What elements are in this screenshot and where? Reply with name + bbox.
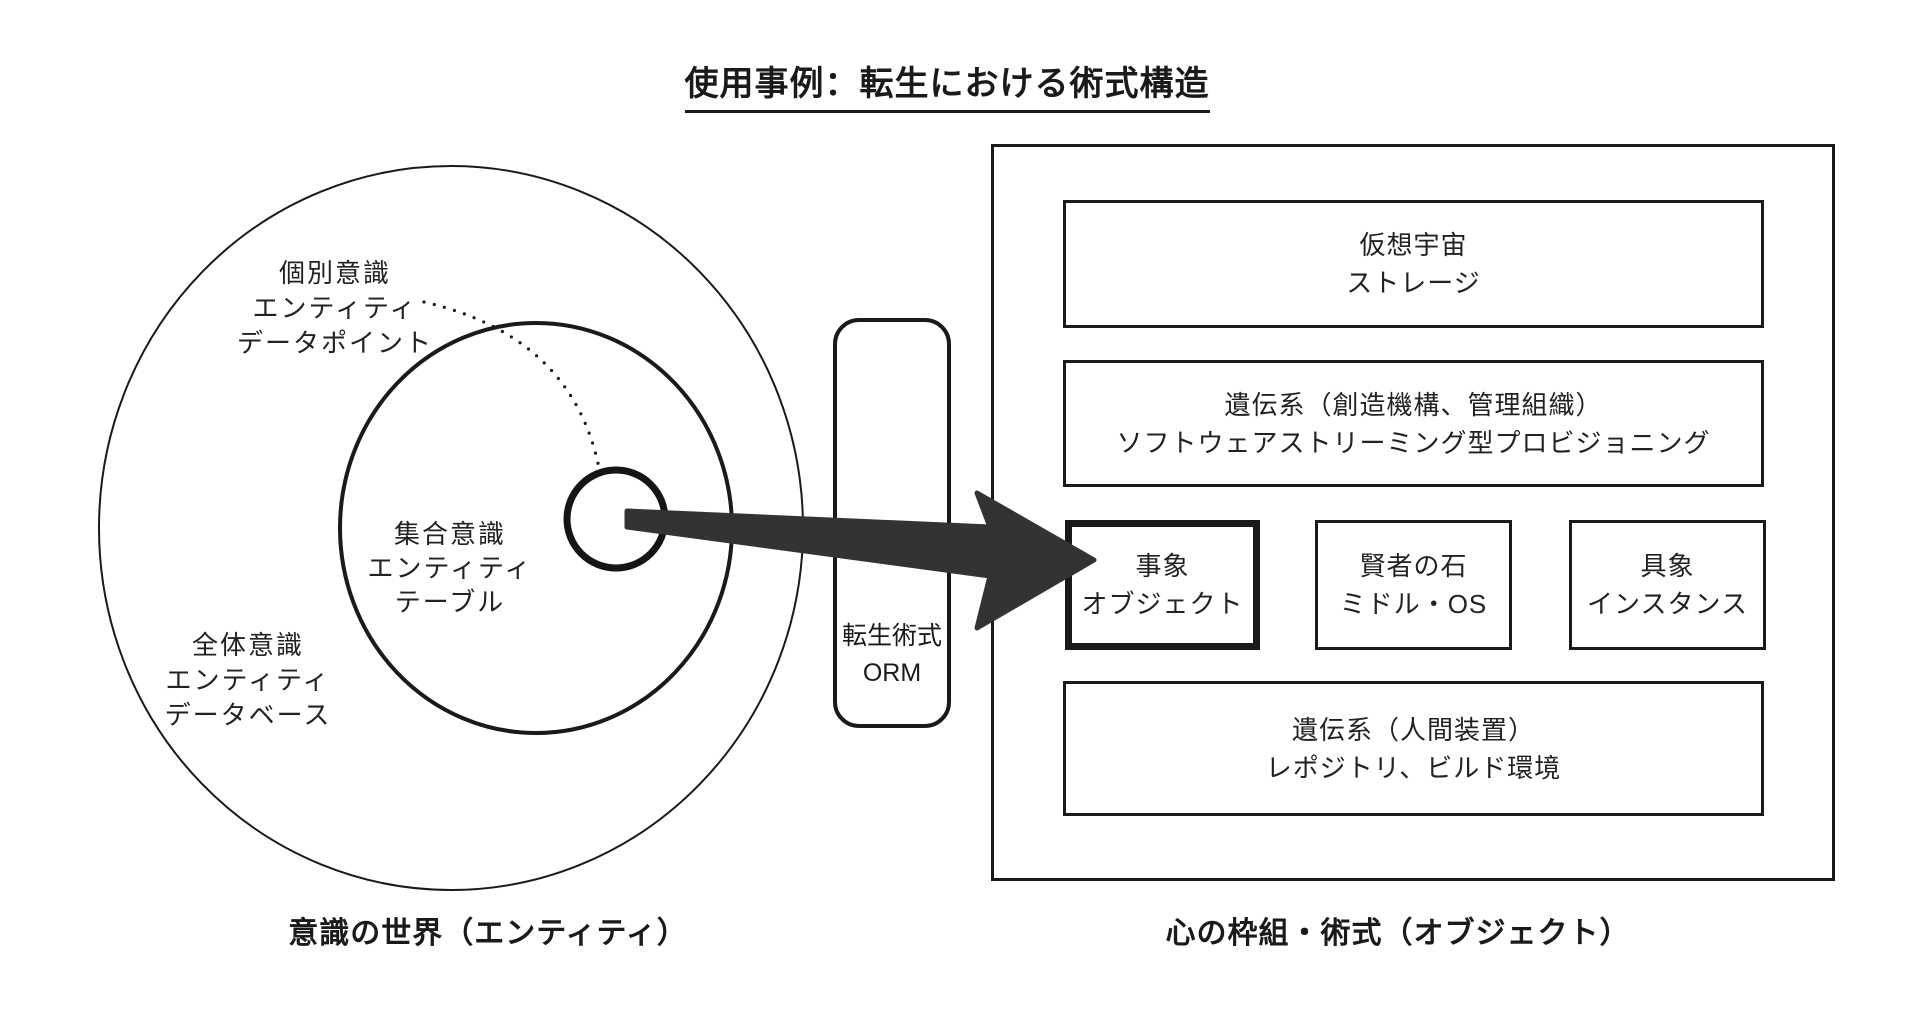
whole-consciousness-line-1: 全体意識: [191, 630, 304, 660]
orm-connector-box: 転生術式 ORM: [833, 318, 951, 728]
orm-connector-line-1: 転生術式: [841, 622, 942, 650]
page-title-text: 使用事例：転生における術式構造: [684, 56, 1210, 113]
philosophers-stone-line-2: ミドル・OS: [1339, 589, 1488, 619]
whole-consciousness-line-2: エンティティ: [165, 665, 331, 695]
lineage-creation-box: 遺伝系（創造機構、管理組織） ソフトウェアストリーミング型プロビジョニング: [1063, 360, 1764, 487]
lineage-human-box: 遺伝系（人間装置） レポジトリ、ビルド環境: [1063, 681, 1764, 816]
individual-consciousness-line-2: エンティティ: [252, 293, 418, 323]
entity-world-caption: 意識の世界（エンティティ）: [288, 917, 688, 950]
object-framework-caption: 心の枠組・術式（オブジェクト）: [1165, 917, 1631, 950]
concrete-instance-box: 具象 インスタンス: [1569, 520, 1766, 650]
lineage-human-line-2: レポジトリ、ビルド環境: [1265, 752, 1562, 783]
individual-consciousness-line-3: データポイント: [236, 328, 433, 358]
lineage-creation-line-1: 遺伝系（創造機構、管理組織）: [1224, 389, 1603, 420]
page-title: 使用事例：転生における術式構造: [547, 56, 1347, 113]
philosophers-stone-box: 賢者の石 ミドル・OS: [1315, 520, 1512, 650]
lineage-creation-line-2: ソフトウェアストリーミング型プロビジョニング: [1116, 427, 1711, 458]
lineage-human-line-1: 遺伝系（人間装置）: [1291, 714, 1535, 745]
collective-consciousness-line-3: テーブル: [394, 587, 506, 617]
whole-consciousness-line-3: データベース: [164, 700, 332, 730]
orm-connector-line-2: ORM: [862, 659, 922, 687]
collective-consciousness-label: 集合意識 エンティティ テーブル: [300, 517, 600, 619]
concrete-instance-line-1: 具象: [1640, 551, 1695, 581]
event-object-box: 事象 オブジェクト: [1065, 520, 1260, 650]
concrete-instance-line-2: インスタンス: [1587, 589, 1748, 619]
whole-consciousness-label: 全体意識 エンティティ データベース: [98, 628, 398, 733]
virtual-universe-box: 仮想宇宙 ストレージ: [1063, 200, 1764, 328]
individual-consciousness-line-1: 個別意識: [278, 258, 391, 288]
collective-consciousness-line-1: 集合意識: [393, 519, 506, 549]
individual-consciousness-label: 個別意識 エンティティ データポイント: [185, 256, 485, 361]
collective-consciousness-line-2: エンティティ: [367, 553, 533, 583]
event-object-line-2: オブジェクト: [1081, 589, 1244, 619]
virtual-universe-line-2: ストレージ: [1346, 268, 1481, 298]
virtual-universe-line-1: 仮想宇宙: [1359, 230, 1468, 260]
event-object-line-1: 事象: [1135, 551, 1190, 581]
philosophers-stone-line-1: 賢者の石: [1359, 551, 1468, 581]
